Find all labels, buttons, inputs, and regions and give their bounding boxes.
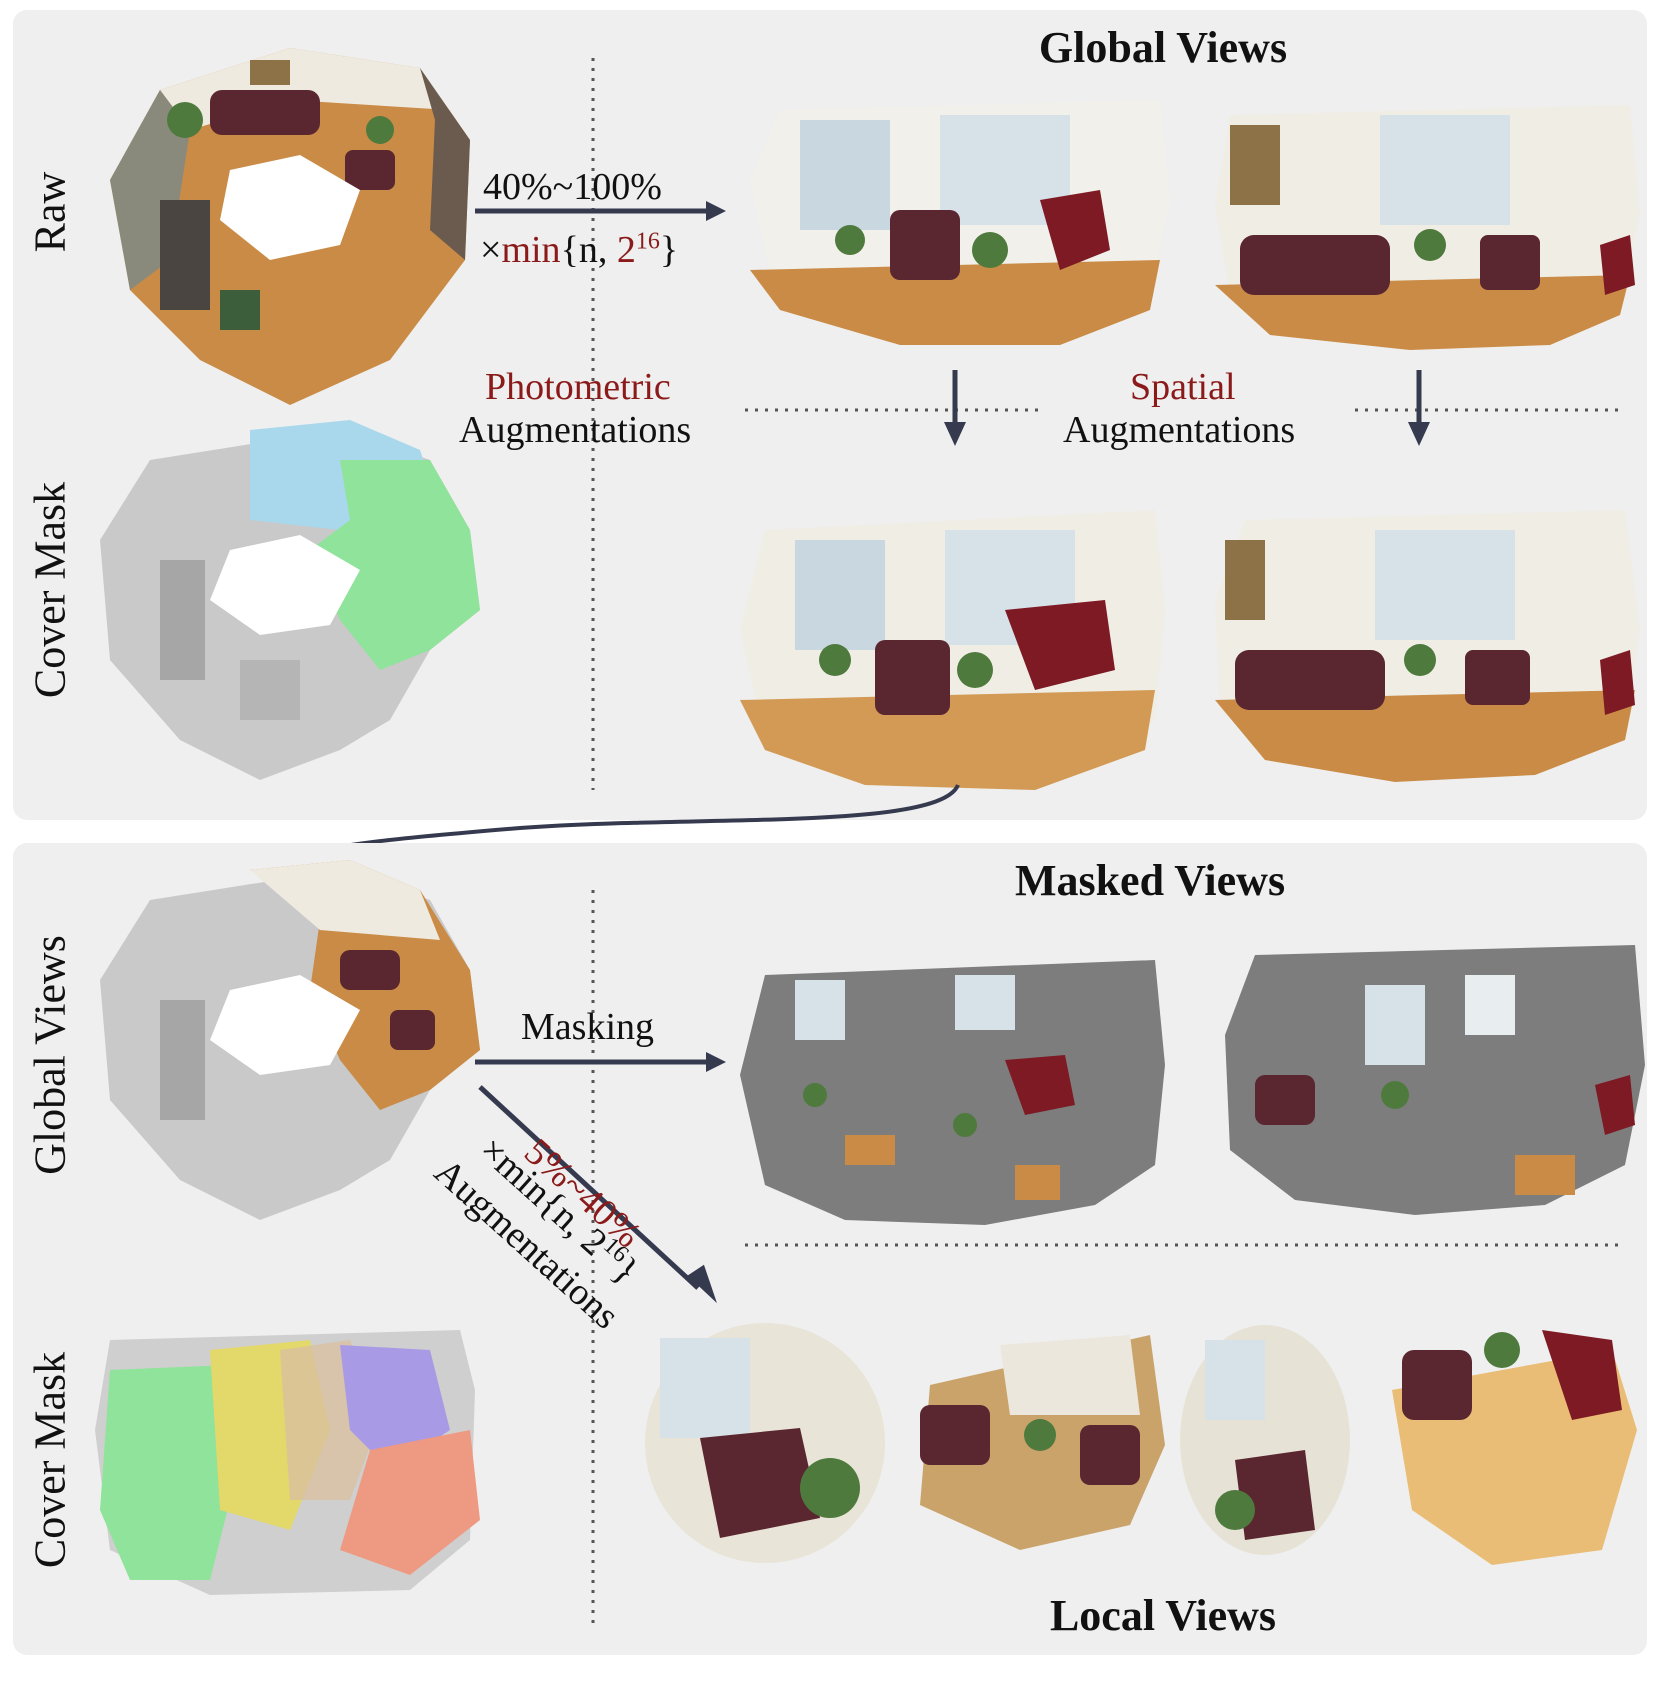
- base-text: 2: [616, 229, 636, 271]
- local-view-4: [1392, 1330, 1637, 1565]
- min-text: min: [501, 229, 561, 271]
- global-views-title: Global Views: [1038, 23, 1288, 72]
- local-views-title: Local Views: [1049, 1591, 1277, 1640]
- photometric-aug-label: Augmentations: [459, 409, 692, 451]
- global-view-1: [750, 100, 1170, 345]
- cover-mask-scene-bottom: [95, 1330, 480, 1595]
- global-crop-ratio: 40%~100%: [483, 166, 662, 208]
- raw-label: Raw: [25, 171, 75, 253]
- augmented-global-view-1: [740, 510, 1165, 790]
- global-crop-arrow: [475, 201, 726, 221]
- masking-label: Masking: [521, 1006, 654, 1048]
- down-arrow-2: [1408, 370, 1430, 446]
- masked-view-2: [1225, 945, 1645, 1215]
- masked-view-1: [740, 960, 1165, 1225]
- raw-scene-image: [110, 48, 470, 405]
- brace-close: }: [659, 229, 679, 271]
- global-views-label: Global Views: [25, 935, 75, 1175]
- cover-mask-label-bottom: Cover Mask: [25, 1351, 75, 1569]
- down-arrow-1: [944, 370, 966, 446]
- times-symbol: ×: [480, 229, 502, 271]
- local-view-1: [645, 1323, 885, 1563]
- spatial-aug-label: Augmentations: [1063, 409, 1296, 451]
- global-view-2: [1215, 105, 1640, 350]
- masking-arrow: [475, 1052, 726, 1072]
- masked-views-title: Masked Views: [1014, 856, 1286, 905]
- cover-mask-scene-top: [100, 420, 480, 780]
- global-views-cover-scene: [100, 860, 480, 1220]
- photometric-label: Photometric: [485, 366, 671, 408]
- global-crop-count: ×min{n, 216}: [480, 228, 678, 272]
- local-view-2: [920, 1335, 1165, 1550]
- local-view-3: [1180, 1325, 1350, 1555]
- cover-mask-label-top: Cover Mask: [25, 481, 75, 699]
- spatial-label: Spatial: [1130, 366, 1236, 408]
- augmented-global-view-2: [1215, 510, 1640, 782]
- exp-text: 16: [635, 228, 660, 255]
- n-text: n,: [578, 229, 617, 271]
- brace-open: {: [560, 229, 579, 271]
